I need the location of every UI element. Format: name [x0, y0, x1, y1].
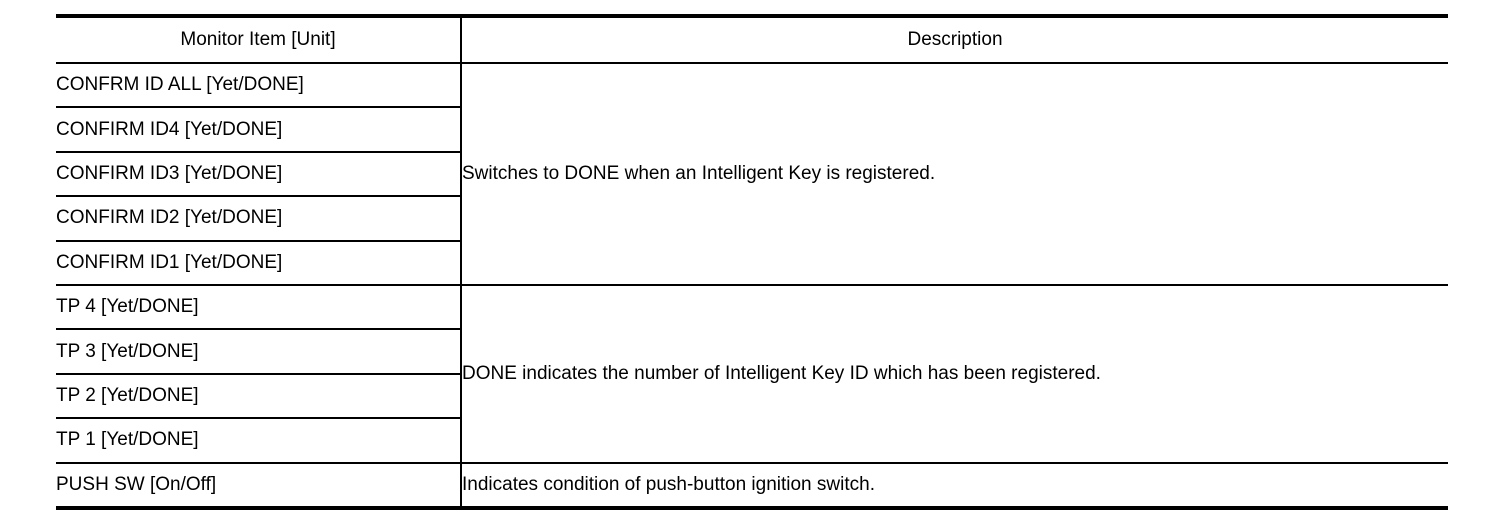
table-row: CONFIRM ID1 [Yet/DONE] — [56, 240, 1448, 286]
monitor-item-cell: TP 2 [Yet/DONE] — [56, 373, 462, 420]
monitor-item-cell: CONFIRM ID3 [Yet/DONE] — [56, 151, 462, 198]
description-cell: Switches to DONE when an Intelligent Key… — [461, 63, 1448, 286]
column-header-description: Description — [461, 16, 1448, 64]
monitor-item-cell: TP 4 [Yet/DONE] — [56, 284, 462, 331]
column-header-monitor-item: Monitor Item [Unit] — [56, 16, 462, 64]
monitor-item-cell: CONFIRM ID4 [Yet/DONE] — [56, 107, 462, 153]
table-header-row: Monitor Item [Unit] Description — [56, 16, 1448, 64]
monitor-item-cell: CONFIRM ID1 [Yet/DONE] — [56, 240, 462, 286]
table-row: TP 1 [Yet/DONE] — [56, 418, 1448, 464]
table-row: CONFIRM ID2 [Yet/DONE] — [56, 196, 1448, 242]
table-row: CONFRM ID ALL [Yet/DONE] Switches to DON… — [56, 63, 1448, 286]
table-row: CONFIRM ID3 [Yet/DONE] — [56, 151, 1448, 198]
description-cell: DONE indicates the number of Intelligent… — [461, 284, 1448, 464]
monitor-item-cell: PUSH SW [On/Off] — [56, 462, 462, 508]
table-body: CONFRM ID ALL [Yet/DONE] Switches to DON… — [56, 63, 1448, 508]
monitor-item-table: Monitor Item [Unit] Description CONFRM I… — [56, 14, 1448, 510]
page-root: Monitor Item [Unit] Description CONFRM I… — [56, 14, 1448, 510]
description-cell: Indicates condition of push-button ignit… — [462, 473, 875, 495]
table-header: Monitor Item [Unit] Description — [56, 16, 1448, 64]
table-row: TP 3 [Yet/DONE] — [56, 329, 1448, 375]
monitor-item-cell: CONFRM ID ALL [Yet/DONE] — [56, 63, 462, 109]
table-row: CONFIRM ID4 [Yet/DONE] — [56, 107, 1448, 153]
table-row: PUSH SW [On/Off] Indicates condition of … — [56, 462, 1448, 508]
table-row: TP 2 [Yet/DONE] — [56, 373, 1448, 420]
table-row: TP 4 [Yet/DONE] DONE indicates the numbe… — [56, 284, 1448, 464]
monitor-item-cell: TP 1 [Yet/DONE] — [56, 418, 462, 464]
monitor-item-cell: CONFIRM ID2 [Yet/DONE] — [56, 196, 462, 242]
monitor-item-cell: TP 3 [Yet/DONE] — [56, 329, 462, 375]
